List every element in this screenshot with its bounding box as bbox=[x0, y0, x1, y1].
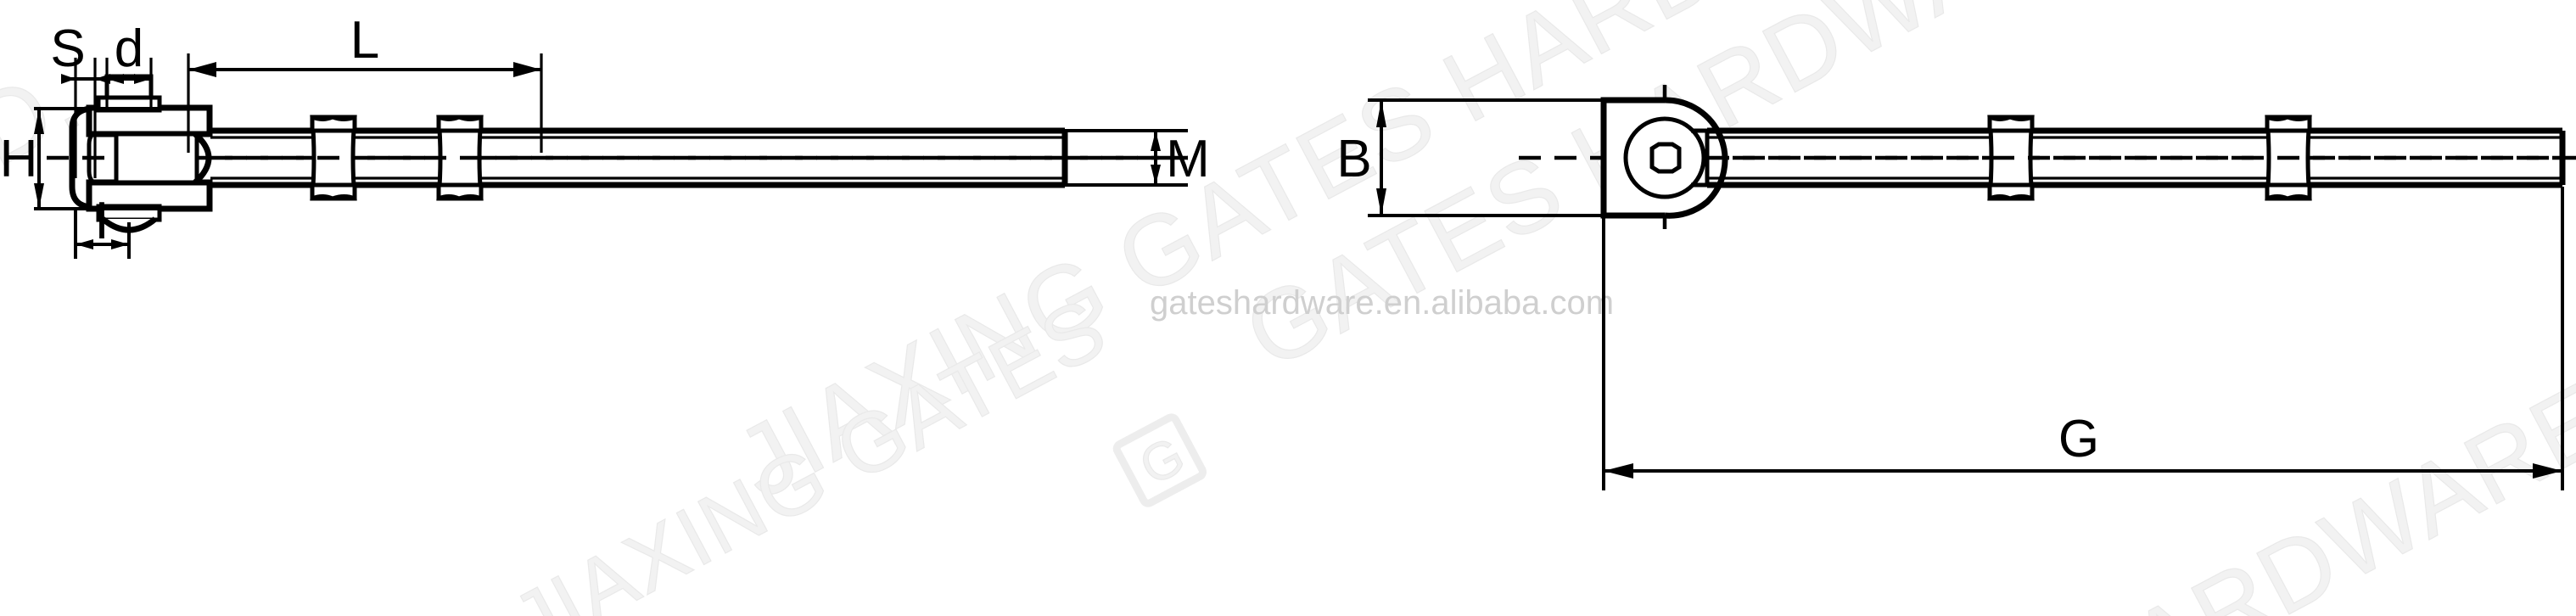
hex-nut-1r-arc-bot bbox=[1989, 194, 2011, 201]
hex-nut-1-arc-bot2 bbox=[332, 194, 356, 201]
dim-H-arrow-top bbox=[34, 109, 44, 134]
dimension-L: L bbox=[187, 11, 543, 153]
watermark-url: gateshardware.en.alibaba.com bbox=[1150, 284, 1614, 322]
dim-L-arrow-left bbox=[188, 62, 216, 77]
hex-nut-2r-arc-top bbox=[2266, 115, 2288, 121]
hex-nut-2r-arc-bot2 bbox=[2287, 194, 2310, 201]
dim-B-arrow-top bbox=[1376, 100, 1386, 127]
hex-nut-1-arc-bot bbox=[311, 194, 333, 201]
dim-M-arrow-top bbox=[1151, 131, 1161, 151]
dim-L-arrow-right bbox=[513, 62, 541, 77]
hex-nut-1r-arc-bot2 bbox=[2009, 194, 2033, 201]
dim-G-arrow-left bbox=[1604, 463, 1633, 479]
dimension-B: B bbox=[1336, 98, 1612, 217]
clevis-boss-arc bbox=[193, 132, 212, 185]
dim-d-label: d bbox=[115, 20, 143, 78]
hex-nut-2r-arc-bot bbox=[2266, 194, 2288, 201]
hex-nut-1-arc-top bbox=[311, 115, 333, 121]
dim-H-arrow-bottom bbox=[34, 183, 44, 209]
dim-G-arrow-right bbox=[2533, 463, 2562, 479]
hex-nut-2-arc-top bbox=[438, 115, 460, 121]
hex-nut-1r-arc-top2 bbox=[2009, 115, 2033, 121]
dimension-I: I bbox=[74, 192, 131, 259]
view-plan-eye-plate: B G bbox=[1336, 85, 2576, 490]
dim-L-label: L bbox=[350, 11, 379, 70]
hex-nut-1r-arc-top bbox=[1989, 115, 2011, 121]
dim-d-arrow-left bbox=[107, 74, 124, 84]
dim-I-arrow-right bbox=[111, 239, 129, 249]
dimension-H: H bbox=[0, 107, 178, 210]
dim-S-label: S bbox=[50, 20, 85, 78]
watermark-logo: G bbox=[1112, 413, 1207, 507]
dim-B-arrow-bottom bbox=[1376, 188, 1386, 216]
dim-M-arrow-bottom bbox=[1151, 165, 1161, 185]
dimension-d: d bbox=[105, 20, 153, 109]
watermark-logo-box bbox=[1112, 413, 1207, 507]
hex-nut-1-arc-top2 bbox=[332, 115, 356, 121]
dim-M-label: M bbox=[1166, 130, 1210, 188]
dim-B-label: B bbox=[1336, 130, 1371, 188]
hex-nut-2r-arc-top2 bbox=[2287, 115, 2310, 121]
dim-S-arrow-right bbox=[61, 74, 76, 84]
hex-socket bbox=[1649, 142, 1682, 174]
hex-nut-2-arc-bot2 bbox=[458, 194, 482, 201]
dim-I-arrow-left bbox=[76, 239, 93, 249]
dim-H-label: H bbox=[0, 130, 37, 188]
dim-d-arrow-right bbox=[134, 74, 151, 84]
hex-nut-2-arc-bot bbox=[438, 194, 460, 201]
clevis-pin-body bbox=[114, 132, 199, 185]
dim-I-label: I bbox=[94, 192, 109, 250]
dimension-S: S bbox=[50, 20, 115, 178]
dimension-M: M bbox=[1061, 129, 1210, 188]
dimension-G: G bbox=[1602, 187, 2564, 490]
hex-nut-2-arc-top2 bbox=[458, 115, 482, 121]
dim-G-label: G bbox=[2058, 410, 2099, 468]
view-side-clevis: S d L H bbox=[0, 11, 1210, 259]
